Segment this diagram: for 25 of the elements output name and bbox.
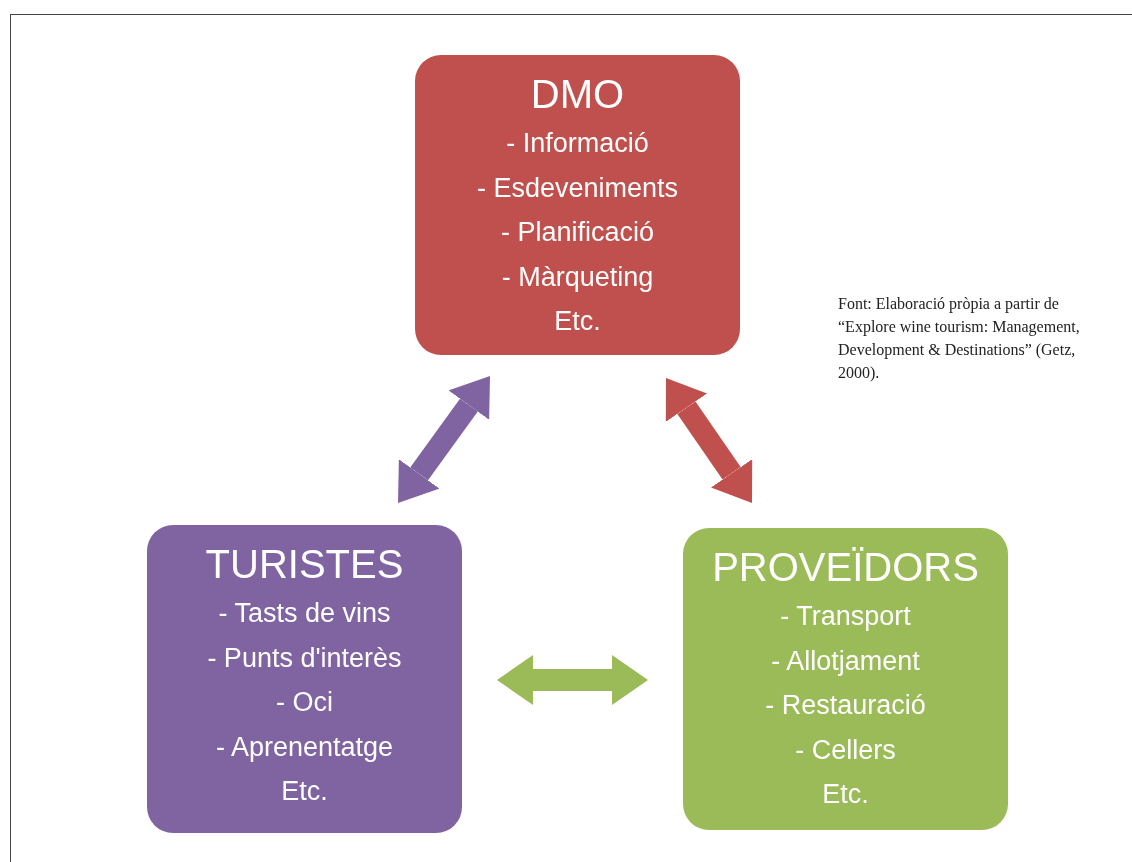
list-item: - Allotjament xyxy=(771,644,920,678)
list-item: - Planificació xyxy=(500,216,655,249)
double-arrow xyxy=(398,376,490,503)
category-box xyxy=(415,55,740,355)
list-item: - Restauració xyxy=(765,689,926,722)
list-item: - Aprenentatge xyxy=(215,730,394,764)
double-arrow xyxy=(665,378,753,503)
list-item: - Esdeveniments xyxy=(476,171,679,205)
list-item: Etc. xyxy=(281,775,328,808)
list-item: - Punts d'interès xyxy=(207,641,402,675)
list-item: - Màrqueting xyxy=(501,260,654,294)
list-item: - Tasts de vins xyxy=(218,597,391,630)
list-item: Etc. xyxy=(822,778,869,811)
list-item: - Informació xyxy=(506,127,649,160)
source-note: Font: Elaboració pròpia a partir de “Explore wine tourism: Management, Development & Destinations” (Getz, 2000). xyxy=(838,294,1081,384)
list-item: - Oci xyxy=(276,686,333,719)
box-heading: PROVEÏDORS xyxy=(712,544,979,591)
list-item: Etc. xyxy=(554,305,601,338)
box-heading: DMO xyxy=(530,71,625,118)
box-heading: TURISTES xyxy=(205,541,404,588)
category-box xyxy=(683,528,1008,830)
list-item: - Transport xyxy=(780,600,911,633)
category-box xyxy=(147,525,462,833)
list-item: - Cellers xyxy=(795,733,896,767)
double-arrow xyxy=(497,655,648,705)
